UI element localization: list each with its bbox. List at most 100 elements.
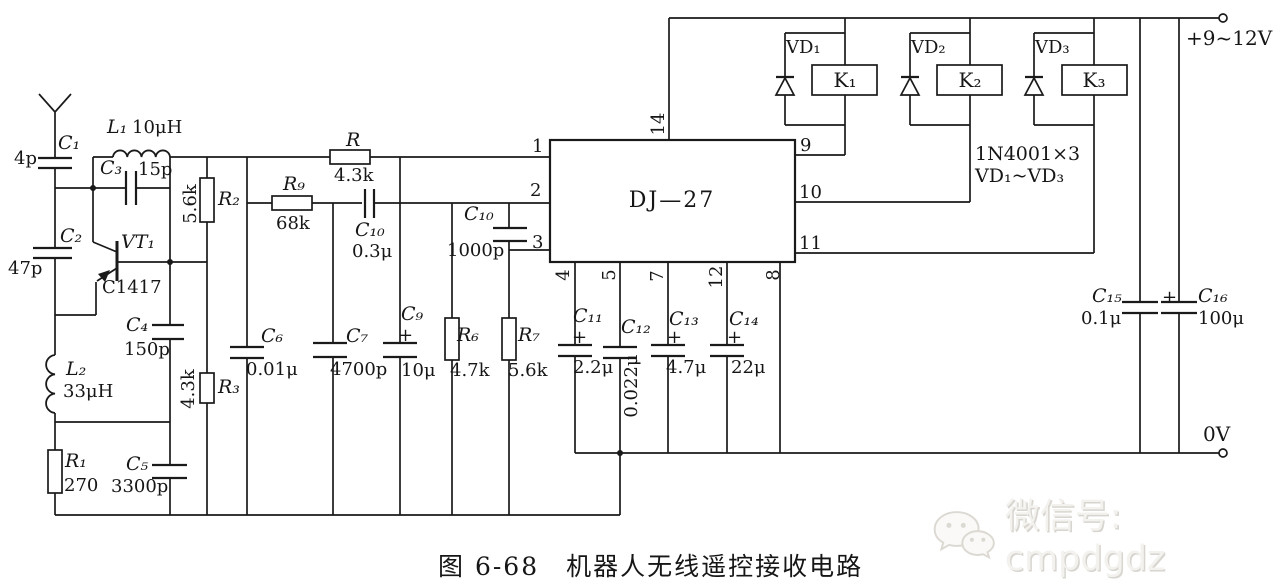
r-label: R	[346, 129, 361, 151]
vd1-label: VD₁	[786, 37, 821, 58]
r3-label: R₃	[218, 376, 240, 398]
resistor-r7	[501, 317, 517, 361]
resistor-r	[329, 149, 371, 165]
pin4-label: 4	[553, 269, 574, 281]
pin2-label: 2	[530, 180, 542, 201]
vd3-label: VD₃	[1035, 37, 1070, 58]
v-c5-label: 3300p	[111, 476, 169, 497]
v-l2-label: 33μH	[63, 381, 114, 402]
k3-label: K₃	[1082, 68, 1106, 92]
resistor-r6	[444, 317, 460, 361]
vt1-label: VT₁	[121, 231, 156, 253]
r2-label: R₂	[218, 188, 240, 210]
r6-label: R₆	[457, 324, 479, 346]
v-r2-label: 5.6k	[180, 184, 201, 224]
wechat-icon	[933, 510, 995, 559]
resistor-r3	[199, 372, 215, 404]
v-c11-label: 2.2μ	[573, 357, 614, 378]
r9-label: R₉	[283, 173, 305, 195]
plus-c13-label: +	[667, 327, 683, 348]
watermark: 微信号: cmpdgdz	[928, 488, 1280, 579]
c2-label: C₂	[60, 225, 83, 247]
emitter-arrow	[98, 270, 110, 282]
v-c7-label: 4700p	[330, 359, 388, 380]
r1-label: R₁	[65, 450, 87, 472]
v-c15-label: 0.1μ	[1081, 308, 1122, 329]
plus-c9-label: +	[398, 325, 414, 346]
r7-label: R₇	[518, 324, 540, 346]
c14-label: C₁₄	[729, 308, 759, 330]
c10b-label: C₁₀	[464, 203, 494, 225]
diode-vd2	[899, 75, 921, 96]
c15-label: C₁₅	[1092, 285, 1122, 307]
v-c13-label: 4.7μ	[666, 357, 707, 378]
v-c12-label: 0.022μ	[621, 354, 642, 418]
plus-c11-label: +	[572, 327, 588, 348]
vd2-label: VD₂	[911, 37, 946, 58]
vcc-label: +9~12V	[1186, 26, 1273, 50]
ic-dj27-box	[548, 138, 797, 264]
pin10-label: 10	[799, 182, 822, 203]
v-c14-label: 22μ	[731, 357, 766, 378]
c1-label: C₁	[58, 132, 81, 154]
c7-label: C₇	[346, 325, 369, 347]
resistor-r9	[271, 195, 313, 211]
plus-c16-label: +	[1162, 287, 1178, 308]
diode-vd3	[1023, 75, 1045, 96]
watermark-text: 微信号: cmpdgdz	[1004, 497, 1166, 579]
v-c3-label: 15p	[138, 159, 173, 180]
v-r7-label: 5.6k	[508, 360, 548, 381]
v-r9-label: 68k	[276, 213, 310, 234]
v-c6-label: 0.01μ	[246, 359, 298, 380]
v-c10a-label: 0.3μ	[352, 241, 393, 262]
v-r6-label: 4.7k	[450, 360, 490, 381]
l1-label: L₁	[107, 116, 128, 138]
v-c2-label: 47p	[8, 258, 43, 279]
pin5-label: 5	[599, 269, 620, 281]
diode-vd1	[774, 75, 796, 96]
l2-label: L₂	[66, 358, 87, 380]
terminal-vcc	[1218, 13, 1228, 23]
v-l1-label: 10μH	[132, 117, 183, 138]
pin8-label: 8	[763, 269, 784, 281]
c10a-label: C₁₀	[355, 219, 385, 241]
figure-caption: 图 6-68 机器人无线遥控接收电路	[438, 552, 864, 581]
note1-label: 1N4001×3	[975, 143, 1081, 165]
pin7-label: 7	[647, 270, 668, 282]
pin11-label: 11	[799, 233, 822, 254]
pin3-label: 3	[532, 232, 544, 253]
k1-label: K₁	[833, 68, 857, 92]
c6-label: C₆	[261, 325, 284, 347]
c4-label: C₄	[126, 314, 149, 336]
ic-label: DJ—27	[628, 188, 716, 213]
v-c9-label: 10μ	[401, 360, 436, 381]
c13-label: C₁₃	[669, 308, 699, 330]
v-c10b-label: 1000p	[447, 240, 505, 261]
junction-dots	[90, 185, 623, 456]
part-vt1-label: C1417	[102, 277, 162, 298]
c5-label: C₅	[126, 453, 149, 475]
c12-label: C₁₂	[621, 316, 651, 338]
gnd-label: 0V	[1203, 422, 1231, 446]
note2-label: VD₁~VD₃	[975, 165, 1065, 187]
c11-label: C₁₁	[573, 305, 603, 327]
v-r3-label: 4.3k	[178, 369, 199, 409]
inductor-l2	[45, 354, 56, 414]
v-r1-label: 270	[64, 475, 99, 496]
relay-k2-box	[936, 64, 1003, 96]
k2-label: K₂	[958, 68, 982, 92]
pin1-label: 1	[532, 136, 544, 157]
pin14-label: 14	[648, 112, 669, 136]
pin12-label: 12	[706, 265, 727, 289]
resistor-r2	[199, 177, 215, 223]
v-r-label: 4.3k	[334, 165, 374, 186]
capacitor-plates	[33, 156, 1197, 480]
relay-k3-box	[1061, 64, 1128, 96]
v-c4-label: 150p	[124, 339, 170, 360]
relay-k1-box	[811, 64, 878, 96]
transistor-vt1	[92, 241, 119, 282]
plus-c14-label: +	[727, 327, 743, 348]
inductor-l1	[112, 149, 171, 158]
